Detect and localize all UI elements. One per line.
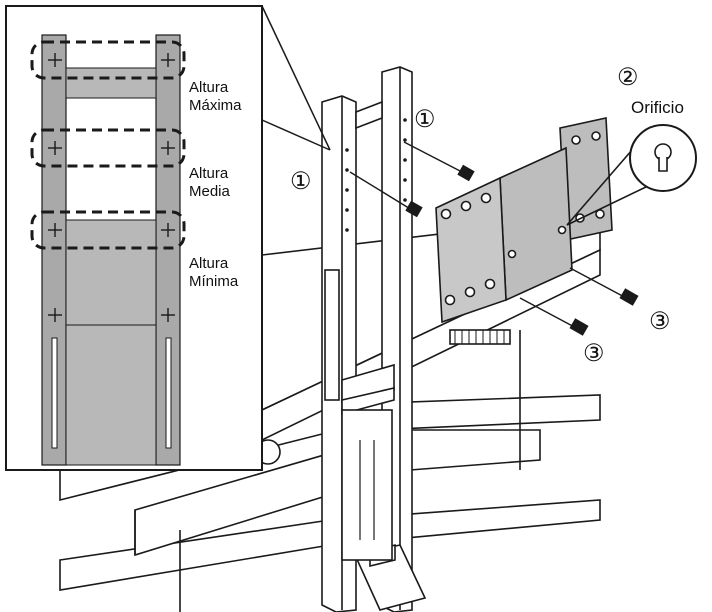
stand-crossbars (341, 100, 395, 416)
step-2: ② (617, 64, 639, 91)
inset-box (5, 5, 331, 471)
zone-label-mid-line1: Altura (189, 165, 229, 182)
orificio-label: Orificio (631, 98, 684, 117)
zone-label-max-line1: Altura (189, 79, 229, 96)
keyhole-callout (566, 124, 697, 226)
step-1-right: ① (414, 106, 436, 133)
step-1-left: ① (290, 168, 312, 195)
zone-label-min: Altura Mínima (189, 255, 238, 291)
zone-label-mid-line2: Media (189, 183, 230, 200)
step-3-right: ③ (649, 308, 671, 335)
zone-label-max: Altura Máxima (189, 79, 242, 115)
bracket-front (435, 146, 573, 324)
zone-label-min-line1: Altura (189, 255, 229, 272)
step-3-lower: ③ (583, 340, 605, 367)
zone-label-mid: Altura Media (189, 165, 230, 201)
zone-label-max-line2: Máxima (189, 97, 242, 114)
stand-lower-frame (341, 409, 393, 561)
zone-label-min-line2: Mínima (189, 273, 239, 290)
screws-and-arrows (349, 141, 639, 336)
